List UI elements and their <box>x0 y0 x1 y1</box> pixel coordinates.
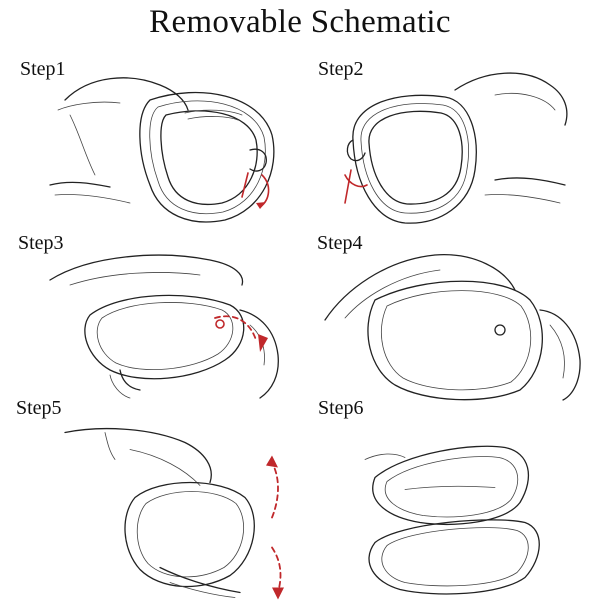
step-3-panel: Step3 <box>10 230 300 400</box>
step-2-label: Step2 <box>318 58 364 80</box>
step-4-panel: Step4 <box>305 230 595 401</box>
step-6-panel: Step6 <box>305 395 595 595</box>
step-5-illustration <box>64 427 284 600</box>
step-1-label: Step1 <box>20 58 66 80</box>
step-1-illustration <box>49 77 275 223</box>
step-3-label: Step3 <box>18 232 64 254</box>
step-2-illustration <box>344 72 568 224</box>
step-4-illustration <box>324 254 581 401</box>
step-6-label: Step6 <box>318 397 364 419</box>
step-4-label: Step4 <box>317 232 363 254</box>
step-6-illustration <box>364 445 540 595</box>
step-3-illustration <box>49 254 279 399</box>
schematic-title: Removable Schematic <box>149 4 451 40</box>
step-1-panel: Step1 <box>10 55 300 225</box>
step-5-label: Step5 <box>16 397 62 419</box>
step-5-panel: Step5 <box>10 395 300 600</box>
step-2-panel: Step2 <box>305 55 595 225</box>
